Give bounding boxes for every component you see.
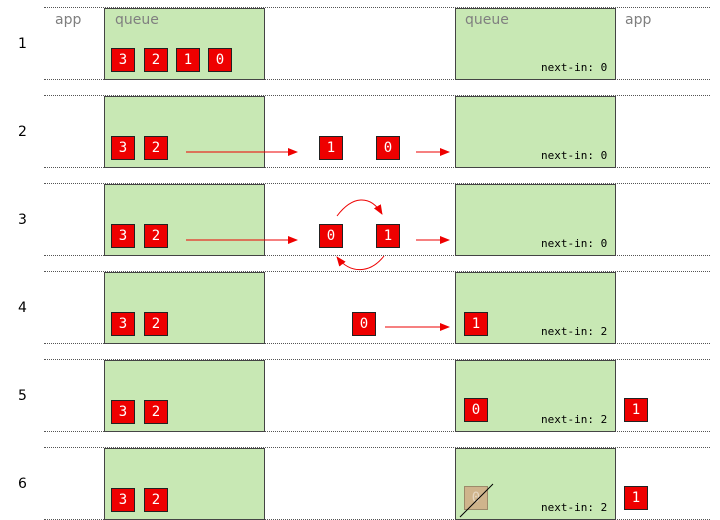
in-flight-chip: 0 (376, 136, 400, 160)
right-queue: next-in: 2 (455, 360, 616, 432)
message-chip: 3 (111, 312, 135, 336)
in-flight-chip: 0 (319, 224, 343, 248)
row-number: 3 (18, 212, 27, 228)
reorder-arrow (336, 255, 385, 271)
right-queue: next-in: 0 (455, 96, 616, 168)
row-separator (44, 271, 710, 272)
discard-strike-line (459, 483, 494, 518)
right-queue: queue next-in: 0 (455, 8, 616, 80)
queue-label: queue (465, 12, 509, 28)
row-separator (44, 183, 710, 184)
row-separator (44, 343, 710, 344)
queue-label: queue (115, 12, 159, 28)
row-separator (44, 167, 710, 168)
row-separator (44, 7, 710, 8)
message-chip: 2 (144, 312, 168, 336)
message-chip: 2 (144, 136, 168, 160)
message-chip: 3 (111, 136, 135, 160)
delivered-chip: 0 (464, 398, 488, 422)
message-chip: 1 (176, 48, 200, 72)
message-chip: 3 (111, 488, 135, 512)
message-chip: 2 (144, 48, 168, 72)
row-number: 2 (18, 124, 27, 140)
message-chip: 2 (144, 488, 168, 512)
header-app-left: app (55, 12, 82, 28)
row-number: 4 (18, 300, 27, 316)
row-separator (44, 255, 710, 256)
right-queue: next-in: 0 (455, 184, 616, 256)
next-in-label: next-in: 2 (541, 501, 608, 514)
left-queue (104, 272, 265, 344)
message-chip: 3 (111, 224, 135, 248)
right-queue: next-in: 2 (455, 272, 616, 344)
app-received-chip: 1 (624, 398, 648, 422)
row-number: 1 (18, 36, 27, 52)
row-separator (44, 79, 710, 80)
row-separator (44, 95, 710, 96)
message-chip: 0 (208, 48, 232, 72)
header-app-right: app (625, 12, 652, 28)
next-in-label: next-in: 2 (541, 413, 608, 426)
message-chip: 3 (111, 400, 135, 424)
discarded-chip: 0 (464, 486, 488, 510)
app-received-chip: 1 (624, 486, 648, 510)
next-in-label: next-in: 0 (541, 237, 608, 250)
next-in-label: next-in: 0 (541, 149, 608, 162)
row-separator (44, 359, 710, 360)
message-chip: 3 (111, 48, 135, 72)
in-flight-chip: 1 (376, 224, 400, 248)
next-in-label: next-in: 0 (541, 61, 608, 74)
in-flight-chip: 0 (352, 312, 376, 336)
row-separator (44, 431, 710, 432)
delivered-chip: 1 (464, 312, 488, 336)
reorder-arrow (336, 199, 383, 217)
message-chip: 2 (144, 224, 168, 248)
row-number: 5 (18, 388, 27, 404)
row-number: 6 (18, 476, 27, 492)
next-in-label: next-in: 2 (541, 325, 608, 338)
in-flight-chip: 1 (319, 136, 343, 160)
message-chip: 2 (144, 400, 168, 424)
row-separator (44, 447, 710, 448)
